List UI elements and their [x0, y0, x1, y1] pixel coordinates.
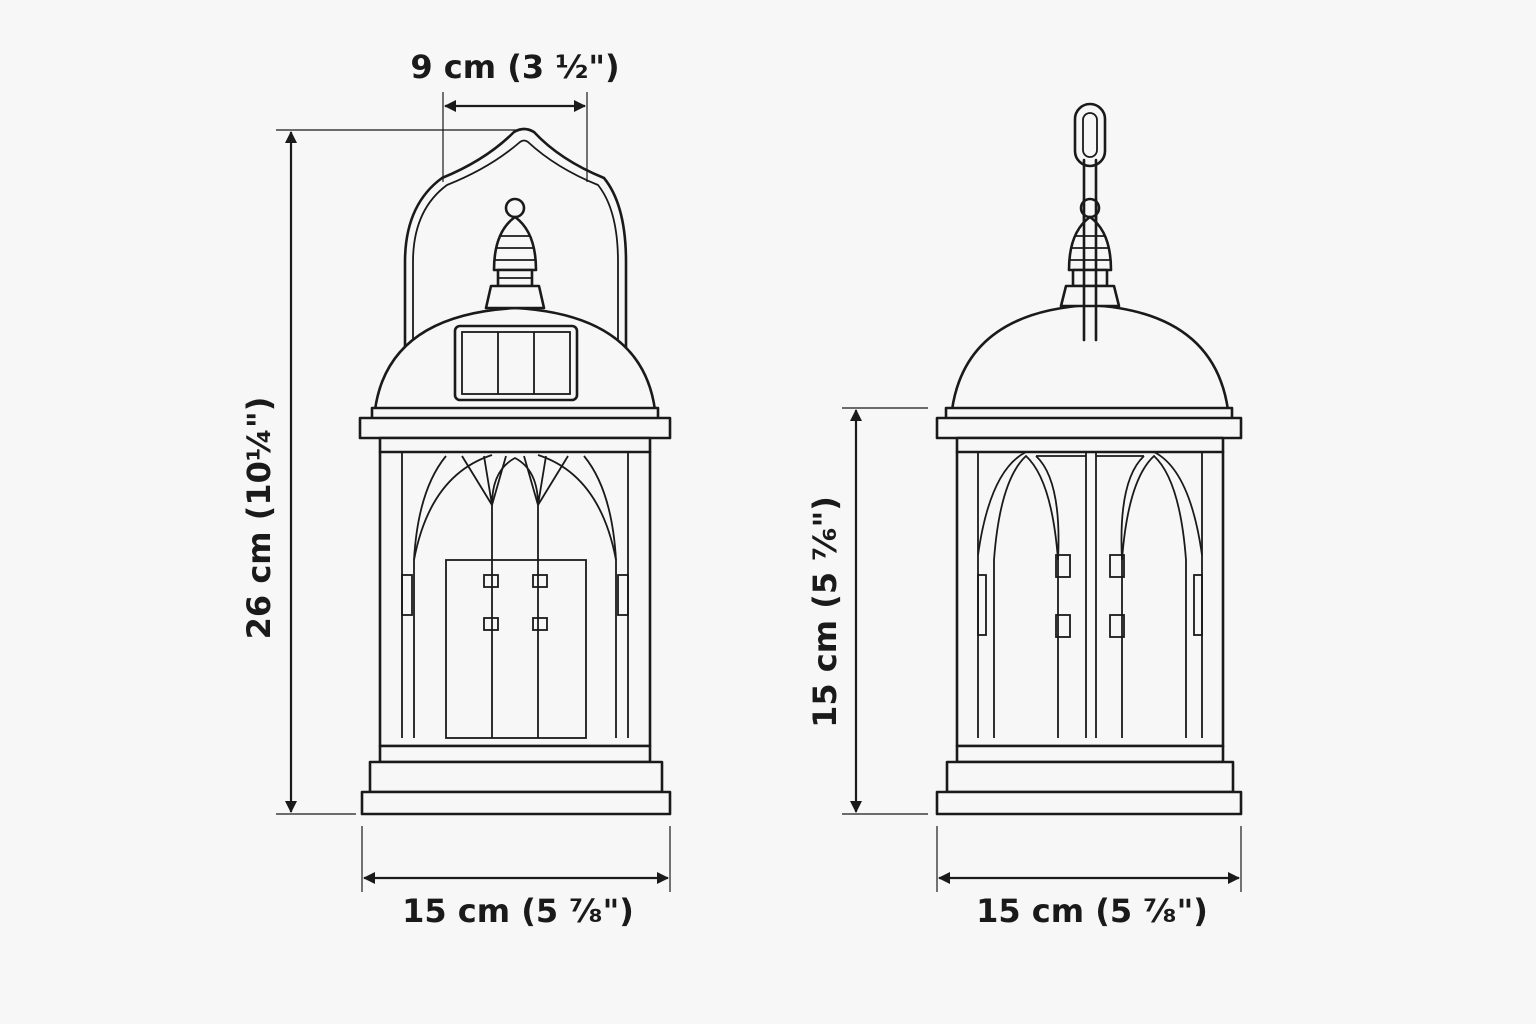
body-height-label: 15 cm (5 ⁷⁄₆") [806, 496, 844, 728]
right-width-label: 15 cm (5 ⁷⁄₈") [976, 892, 1208, 930]
lantern-with-handle [358, 127, 672, 816]
left-width-label: 15 cm (5 ⁷⁄₈") [402, 892, 634, 930]
solar-panel [453, 324, 579, 402]
dimension-left-width: 15 cm (5 ⁷⁄₈") [361, 826, 671, 930]
lantern-hanging [935, 102, 1243, 816]
handle-width-label: 9 cm (3 ½") [410, 48, 619, 86]
panel-clips [977, 554, 1203, 638]
dimension-total-height: 26 cm (10¼") [240, 129, 522, 815]
finial [484, 197, 546, 310]
dimension-handle-width: 9 cm (3 ½") [410, 48, 620, 182]
finial [1059, 197, 1121, 342]
dimension-right-width: 15 cm (5 ⁷⁄₈") [936, 826, 1242, 930]
total-height-label: 26 cm (10¼") [240, 397, 278, 640]
panel-clips [401, 574, 629, 631]
dimension-body-height: 15 cm (5 ⁷⁄₆") [806, 407, 928, 815]
